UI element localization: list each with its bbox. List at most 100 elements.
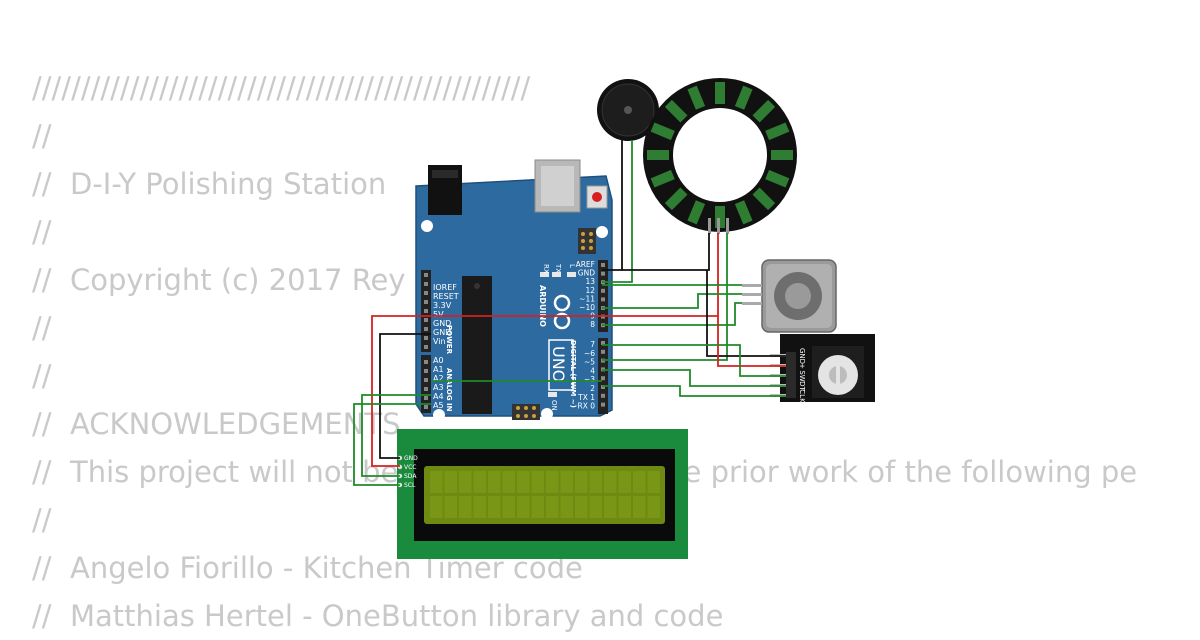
- encoder-pin-label: +: [798, 363, 806, 369]
- lcd-char-cell: [618, 471, 631, 493]
- header-pin[interactable]: [424, 282, 428, 286]
- uno-badge: UNO: [548, 339, 574, 391]
- lcd-char-cell: [560, 496, 573, 518]
- header-pin[interactable]: [424, 360, 428, 364]
- code-line: // D-I-Y Polishing Station: [32, 167, 387, 201]
- wire-pot-3: [602, 302, 742, 326]
- header-pin[interactable]: [424, 336, 428, 340]
- header-pin[interactable]: [601, 393, 605, 398]
- header-pin[interactable]: [424, 291, 428, 295]
- lcd-char-cell: [575, 496, 588, 518]
- header-pin[interactable]: [601, 297, 605, 302]
- ring-led: [771, 150, 793, 160]
- digital-pin-label: 4: [590, 366, 595, 375]
- power-pin-label: IOREF: [433, 283, 457, 292]
- lcd-pin-label: GND: [404, 455, 418, 462]
- header-pin[interactable]: [601, 402, 605, 407]
- lcd-char-cell: [430, 496, 443, 518]
- analog-pin-label: A4: [433, 392, 444, 401]
- code-line: // Copyright (c) 2017 Rey: [32, 263, 406, 297]
- header-pin[interactable]: [424, 369, 428, 373]
- header-pin[interactable]: [601, 271, 605, 276]
- rx-led: [540, 272, 549, 277]
- lcd-char-cell: [618, 496, 631, 518]
- power-pin-label: GND: [433, 319, 451, 328]
- piezo-buzzer[interactable]: [597, 79, 659, 141]
- digital-pin-label: 13: [585, 277, 595, 286]
- digital-header-high: [598, 260, 608, 332]
- header-pin[interactable]: [424, 378, 428, 382]
- wire-enc-vcc: [717, 316, 786, 367]
- wire-enc-sw: [602, 344, 786, 377]
- ring-led: [687, 85, 706, 110]
- lcd-char-cell: [604, 471, 617, 493]
- header-pin[interactable]: [424, 309, 428, 313]
- analog-pin-label: A5: [433, 401, 444, 410]
- arduino-uno-board[interactable]: RX TX L ON ARDUINO UNO DIGITAL (PWM ~) P…: [415, 159, 613, 421]
- analog-pin-label: A0: [433, 356, 444, 365]
- power-pin-label: 5V: [433, 310, 444, 319]
- encoder-pin-label: CLK: [798, 389, 806, 403]
- lcd-char-cell: [531, 496, 544, 518]
- lcd-pin-label: SCL: [404, 482, 416, 489]
- header-pin[interactable]: [424, 318, 428, 322]
- lcd-char-cell: [517, 471, 530, 493]
- tx-led: [552, 272, 561, 277]
- lcd-char-cell: [633, 471, 646, 493]
- ring-led: [752, 99, 776, 123]
- ring-led: [650, 122, 675, 141]
- code-line: //: [32, 311, 52, 345]
- power-pin-label: Vin: [433, 337, 446, 346]
- neopixel-ring[interactable]: [643, 78, 797, 234]
- code-line: // ACKNOWLEDGEMENTS: [32, 407, 401, 441]
- wire-lcd-sda: [361, 394, 431, 477]
- header-pin[interactable]: [424, 396, 428, 400]
- encoder-pin-label: DT: [798, 381, 806, 391]
- svg-text:UNO: UNO: [549, 346, 568, 382]
- lcd-char-cell: [459, 471, 472, 493]
- lcd-char-cell: [647, 496, 660, 518]
- lcd-char-cell: [647, 471, 660, 493]
- digital-pin-label: AREF: [576, 260, 595, 269]
- header-pin[interactable]: [601, 385, 605, 389]
- code-line: ////////////////////////////////////////…: [32, 71, 531, 105]
- wire-enc-gnd: [706, 270, 786, 357]
- l-led-label: L: [568, 264, 576, 268]
- on-led: [548, 392, 557, 397]
- l-led: [567, 272, 576, 277]
- mounting-hole: [541, 408, 553, 420]
- wire-lcd-gnd: [379, 333, 431, 459]
- header-pin[interactable]: [424, 405, 428, 409]
- wires: [353, 140, 786, 486]
- lcd-char-cell: [488, 496, 501, 518]
- encoder-pin-label: SW: [798, 370, 806, 381]
- code-line: //: [32, 119, 52, 153]
- digital-pin-label: 7: [590, 340, 595, 349]
- header-pin[interactable]: [601, 263, 605, 267]
- lcd-char-cell: [502, 471, 515, 493]
- encoder-pin-label: GND: [798, 348, 806, 364]
- header-pin[interactable]: [601, 349, 605, 354]
- header-pin[interactable]: [424, 345, 428, 349]
- lcd-char-cell: [473, 496, 486, 518]
- header-pin[interactable]: [601, 341, 605, 345]
- ring-led: [715, 206, 725, 228]
- lcd-char-cell: [444, 471, 457, 493]
- code-line: // Matthias Hertel - OneButton library a…: [32, 599, 724, 633]
- header-pin[interactable]: [601, 376, 605, 381]
- header-pin[interactable]: [601, 288, 605, 293]
- header-pin[interactable]: [424, 387, 428, 391]
- mounting-hole: [596, 226, 608, 238]
- wire-ring-5v: [371, 233, 719, 467]
- lcd-char-cell: [604, 496, 617, 518]
- potentiometer[interactable]: [742, 259, 837, 333]
- header-pin[interactable]: [424, 300, 428, 304]
- rx-led-label: RX: [542, 264, 550, 274]
- power-pin-label: 3.3V: [433, 301, 452, 310]
- header-pin[interactable]: [424, 327, 428, 331]
- digital-pin-label: ~3: [584, 375, 595, 384]
- header-pin[interactable]: [424, 273, 428, 277]
- analog-header: [421, 355, 431, 413]
